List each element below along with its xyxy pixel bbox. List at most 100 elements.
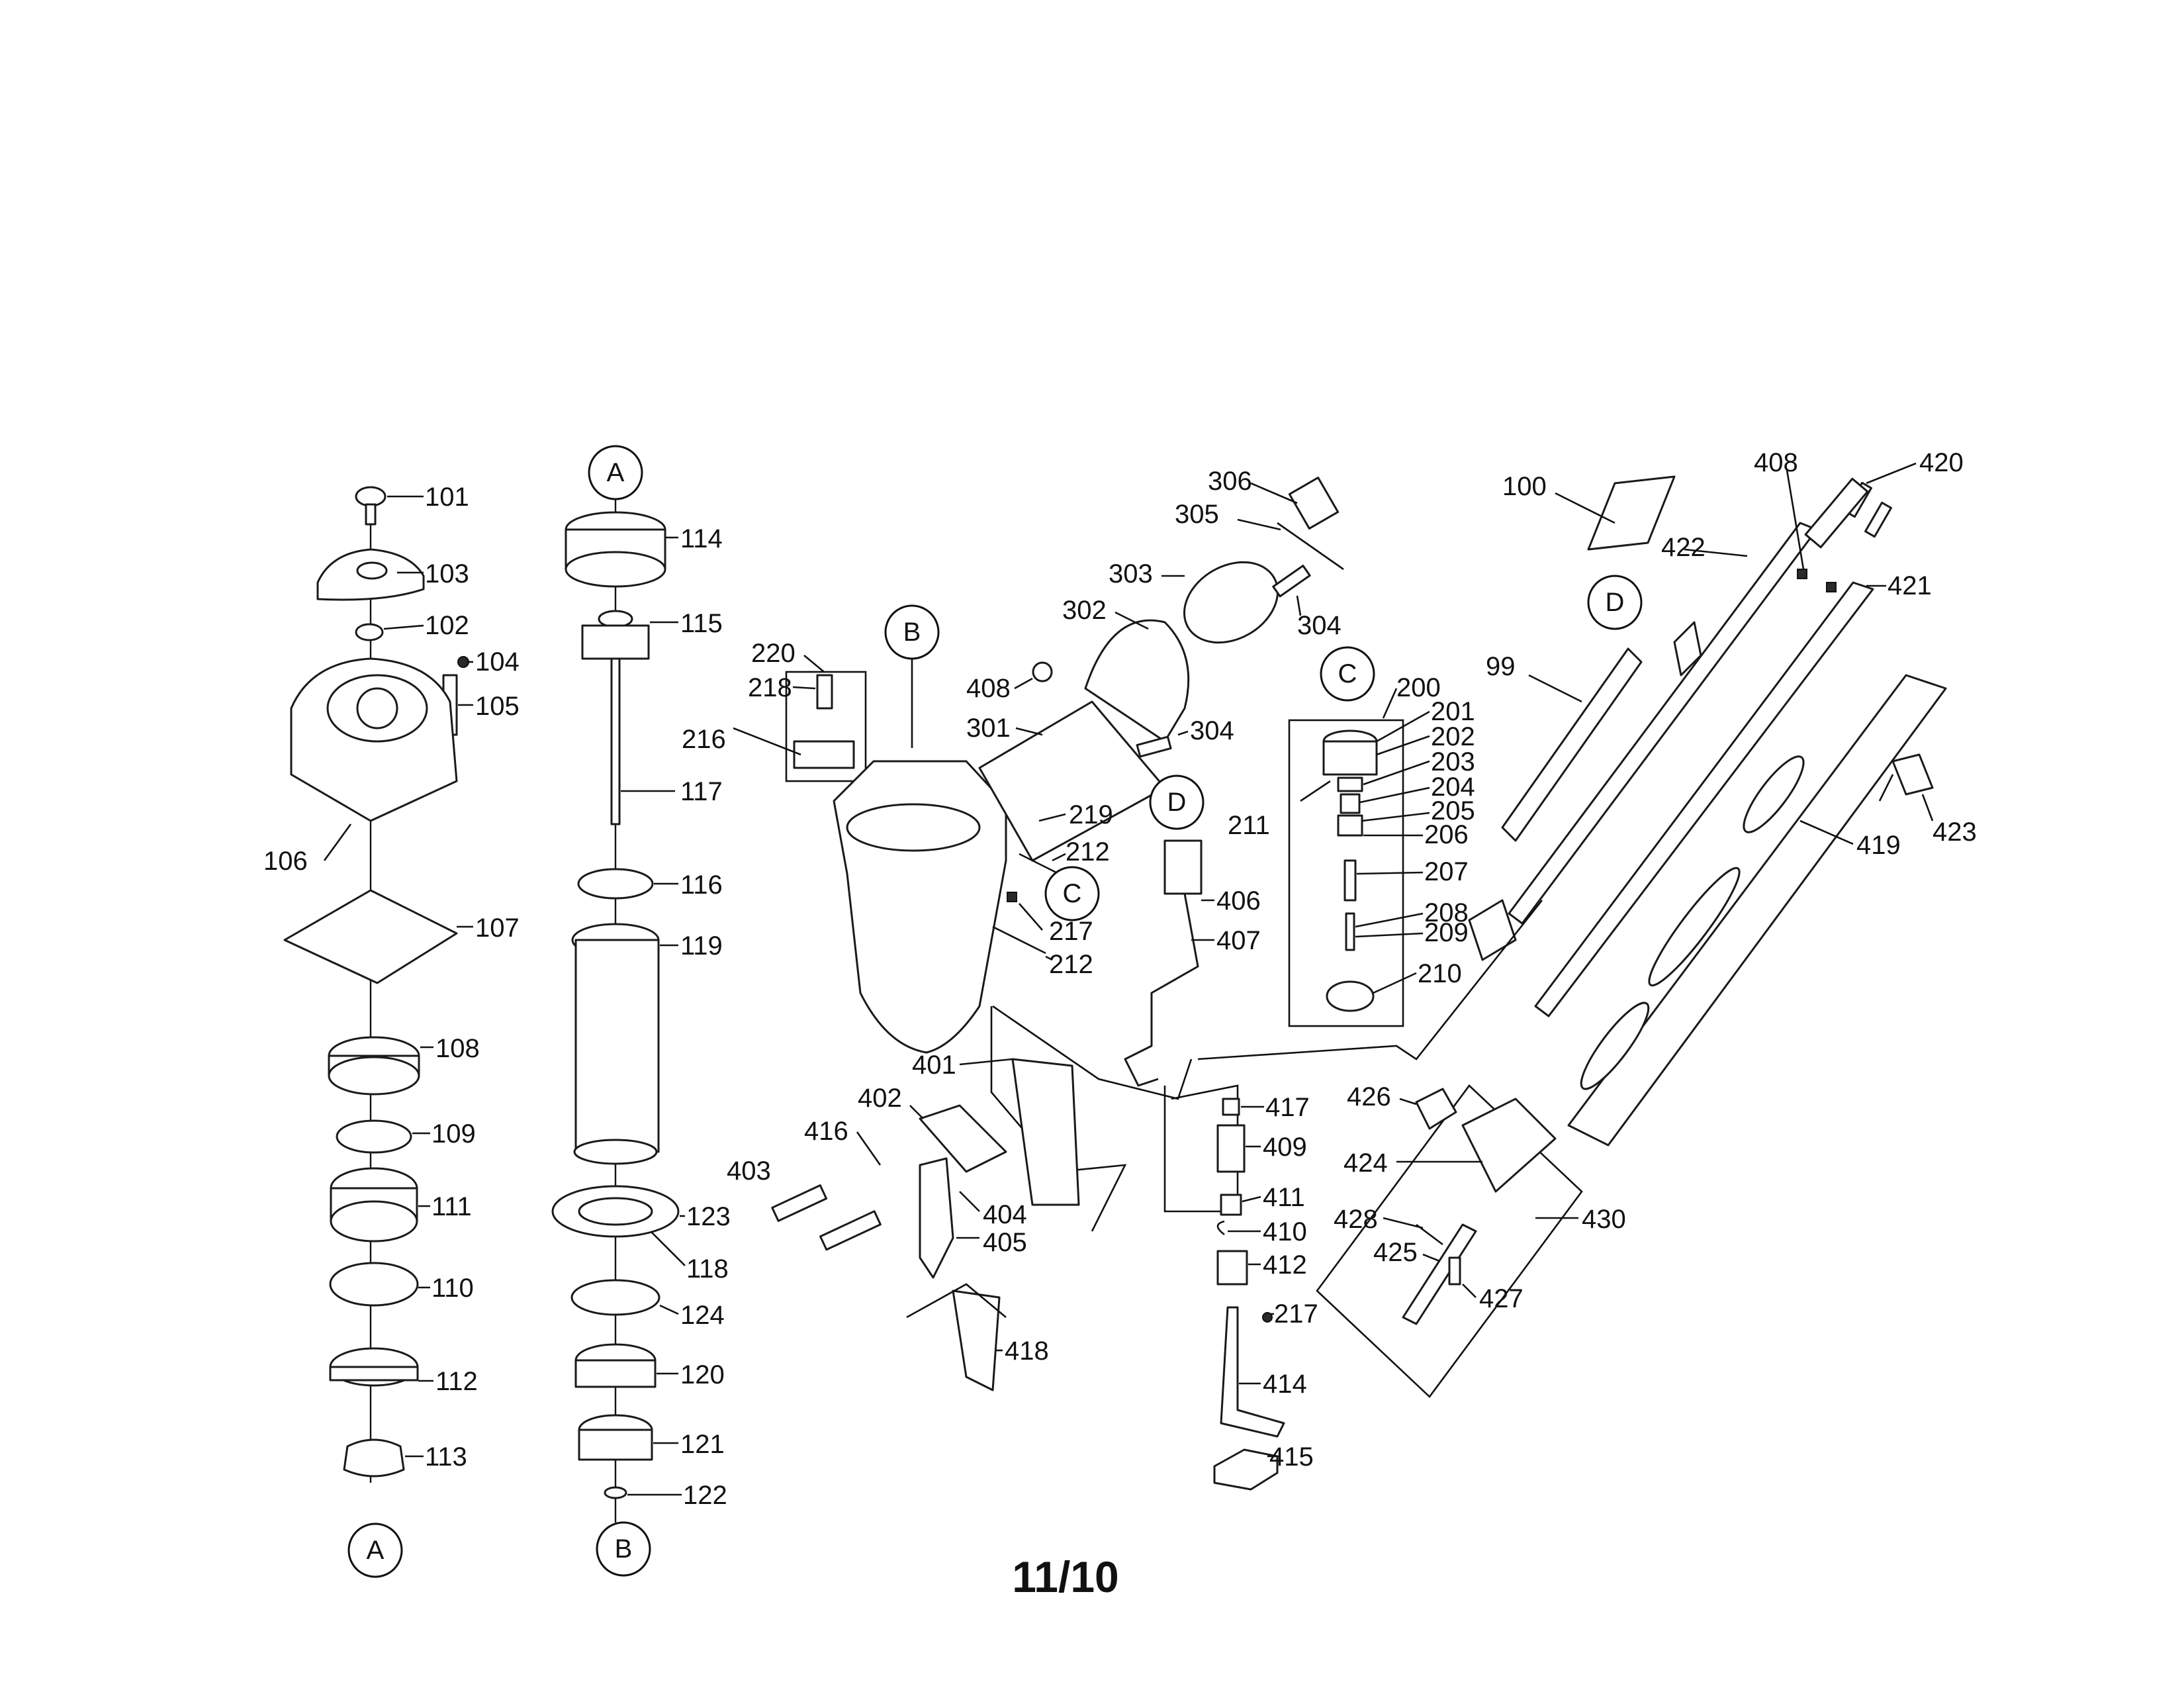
callout-428: 428 [1334,1205,1378,1234]
part-415 [1213,1448,1279,1491]
part-407 [1124,893,1199,1087]
callout-202: 202 [1431,722,1475,751]
part-203 [1337,776,1363,792]
ref-circle-c-2 [1320,646,1375,702]
callout-422: 422 [1661,533,1706,562]
part-403-screw-2 [819,1210,882,1251]
leader [659,1304,679,1315]
callout-220: 220 [751,639,796,668]
part-115-top [598,610,633,628]
callout-217-c: 217 [1274,1299,1318,1329]
callout-206: 206 [1424,820,1469,849]
part-114-bottom [565,551,666,588]
leader [1014,677,1033,690]
callout-211: 211 [1228,811,1270,840]
callout-404: 404 [983,1200,1027,1229]
part-425 [1402,1223,1477,1325]
callout-212-b: 212 [1049,950,1093,979]
part-111-bottom [330,1200,418,1243]
leader [792,686,816,690]
leader [1038,813,1066,822]
callout-120: 120 [680,1360,725,1389]
leader [959,1058,1013,1066]
part-306 [1288,477,1340,530]
part-212-pin [1019,853,1060,875]
callout-216: 216 [682,725,726,754]
leader [1250,482,1298,504]
leader [1462,1284,1477,1298]
callout-124: 124 [680,1301,725,1330]
callout-110: 110 [432,1274,474,1303]
leader [1373,972,1417,994]
part-423-pin [1878,774,1894,802]
leader [1242,1196,1261,1203]
leader [1528,674,1582,703]
rail-end [1468,899,1517,961]
callout-109: 109 [432,1119,476,1149]
leader [1399,1098,1417,1105]
trigger-frame-2 [992,1005,1193,1100]
part-122 [604,1486,627,1499]
callout-217: 217 [1049,917,1093,946]
ref-letter: A [607,458,625,487]
leader [1799,820,1854,845]
callout-105: 105 [475,692,520,721]
callout-301: 301 [966,714,1011,743]
callout-414: 414 [1263,1370,1307,1399]
part-304-top [1272,565,1311,598]
part-418 [952,1289,1001,1391]
part-107 [283,889,458,984]
callout-411: 411 [1263,1183,1305,1212]
callout-113: 113 [425,1442,467,1472]
part-405 [919,1157,954,1279]
part-108-bottom [328,1056,420,1096]
trigger-frame-3 [906,1283,1007,1319]
part-100-label [1587,475,1676,551]
part-305 [1277,522,1344,571]
callout-401: 401 [912,1051,956,1080]
callout-410: 410 [1263,1217,1307,1246]
leader [1382,688,1398,719]
leader [1015,727,1043,736]
leader [1786,469,1805,570]
part-102 [355,623,384,641]
part-411 [1220,1194,1242,1216]
callout-415: 415 [1269,1442,1314,1472]
callout-204: 204 [1431,773,1475,802]
part-113 [343,1438,405,1477]
callout-114: 114 [680,524,723,553]
leader [1363,760,1430,786]
leader [1866,462,1917,485]
leader [1296,595,1302,616]
connection-line [1197,900,1543,1060]
part-119 [574,939,660,1153]
rail-bracket [1804,477,1869,549]
callout-106: 106 [263,847,308,876]
part-116 [577,868,654,900]
callout-121: 121 [680,1430,725,1459]
part-123-hole [578,1197,653,1226]
column-2-assembly: A B [551,445,680,1577]
callout-416: 416 [804,1117,848,1146]
part-211 [1300,780,1331,802]
ref-circle-d-2 [1587,575,1643,630]
callout-103: 103 [425,559,469,588]
leader [1115,611,1149,630]
part-207 [1343,859,1357,902]
ref-circle-d-1 [1149,774,1205,830]
magazine-assembly: D [1197,475,1947,1398]
leader [323,823,352,861]
callout-402: 402 [858,1084,902,1113]
callout-412: 412 [1263,1250,1307,1280]
part-302-endcap [1084,619,1190,743]
part-412 [1216,1250,1248,1286]
callout-101: 101 [425,483,469,512]
callout-407: 407 [1216,926,1261,955]
ref-letter: B [903,618,921,647]
leader [1019,903,1043,931]
part-117 [610,657,621,825]
callout-207: 207 [1424,857,1469,886]
callout-122: 122 [683,1481,727,1510]
leader [959,1191,980,1212]
